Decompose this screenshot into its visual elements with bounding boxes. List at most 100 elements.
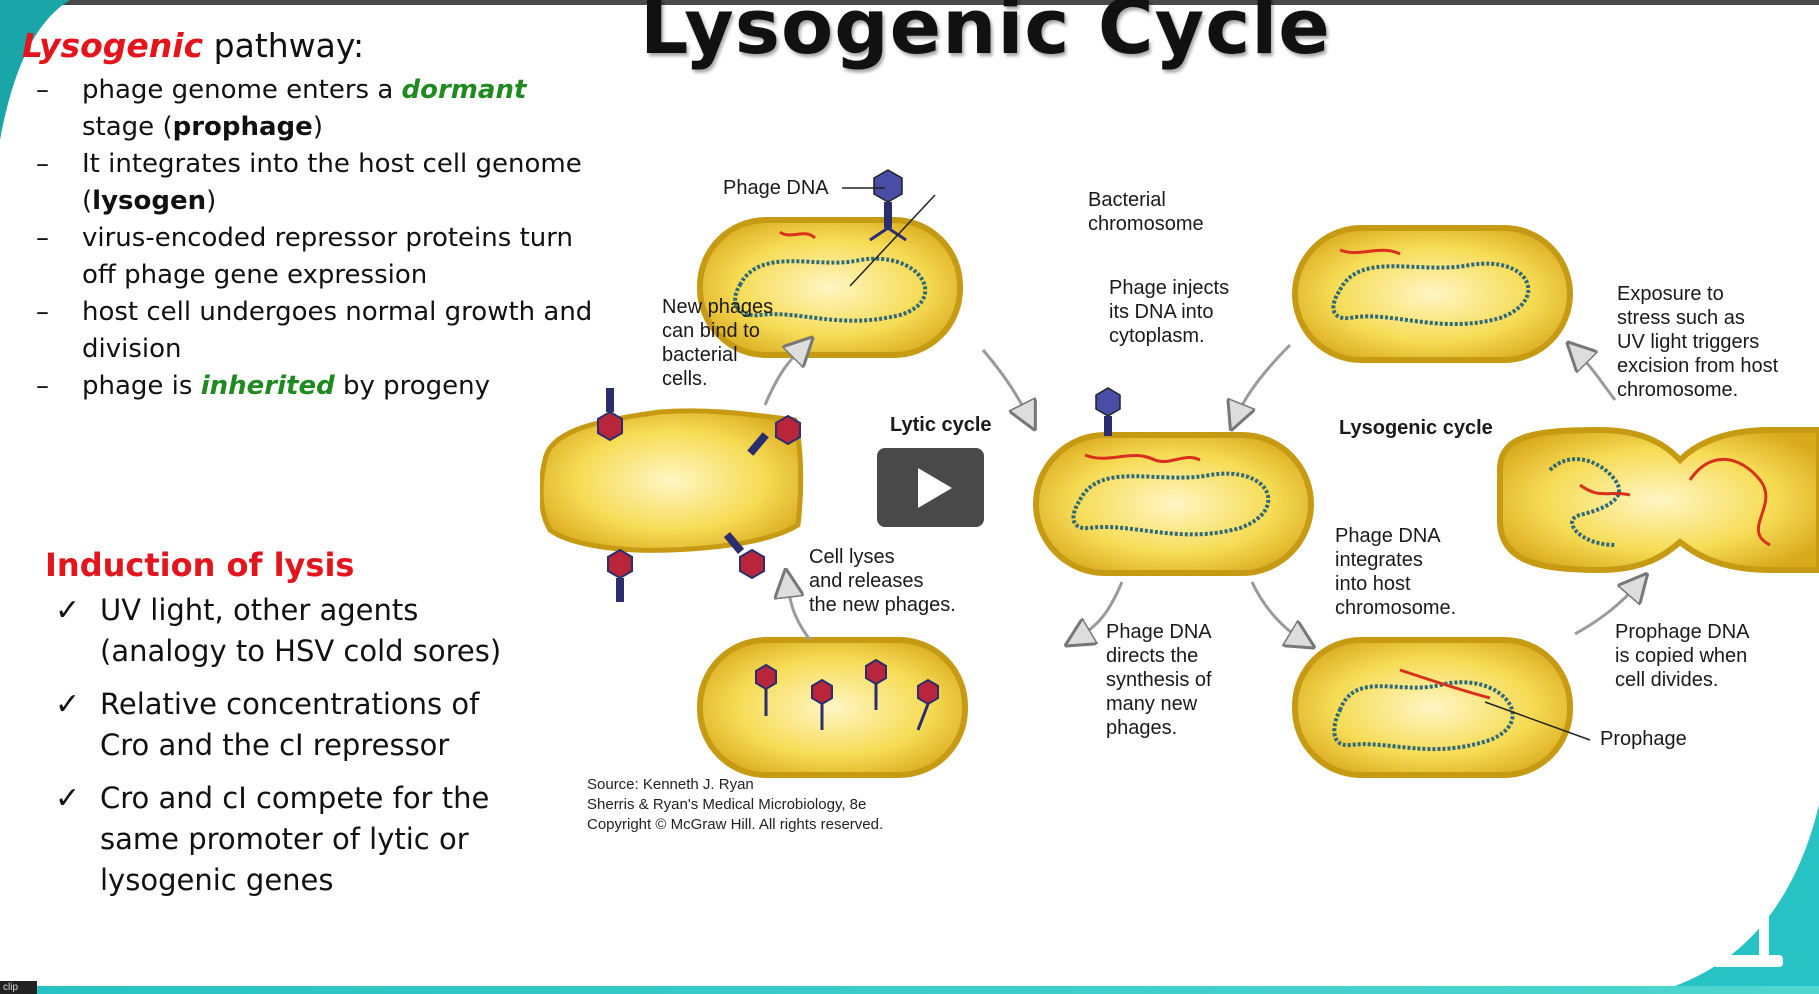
label-new-phages-3: bacterial (662, 344, 738, 366)
cell-injected (1033, 387, 1314, 576)
microscope-icon (1713, 844, 1783, 967)
lysogenic-diagram (540, 169, 1819, 778)
phage-attached-icon (869, 169, 907, 242)
label-integrates-1: Phage DNA (1335, 525, 1441, 547)
label-copied-2: is copied when (1615, 645, 1748, 667)
source-line-2: Sherris & Ryan's Medical Microbiology, 8… (587, 796, 867, 813)
induction-item: ✓ Cro and cI compete for the same promote… (55, 778, 525, 901)
induction-item-text: Cro and cI compete for the same promoter… (100, 781, 490, 897)
bullet-text-part: phage is (82, 371, 201, 401)
label-injects-3: cytoplasm. (1109, 325, 1205, 347)
pathway-bullet: – virus-encoded repressor proteins turn o… (36, 220, 596, 294)
label-exposure-5: chromosome. (1617, 379, 1739, 401)
pathway-bullet: – It integrates into the host cell genome… (36, 146, 596, 220)
induction-checklist: ✓ UV light, other agents (analogy to HSV… (55, 590, 525, 913)
bullet-dash: – (36, 371, 49, 401)
label-directs-5: phages. (1106, 717, 1178, 739)
label-bacterial-1: Bacterial (1088, 189, 1166, 211)
cell-new-phages (697, 637, 968, 778)
induction-title: Induction of lysis (45, 546, 355, 584)
label-exposure-1: Exposure to (1617, 283, 1724, 305)
phage-icon (747, 414, 801, 456)
label-new-phages-2: can bind to (662, 320, 760, 342)
bullet-dash: – (36, 75, 49, 105)
label-prophage: Prophage (1600, 728, 1687, 750)
label-integrates-4: chromosome. (1335, 597, 1457, 619)
heading-keyword: Lysogenic (22, 26, 204, 65)
bullet-dash: – (36, 297, 49, 327)
bullet-text-part: host cell undergoes normal growth and di… (82, 297, 593, 364)
bullet-text-part: virus-encoded repressor proteins turn of… (82, 223, 573, 290)
bullet-text: It integrates into the host cell genome … (82, 146, 596, 220)
bullet-text-part: dormant (401, 75, 527, 105)
phage-icon (597, 388, 623, 442)
cell-infected (697, 169, 963, 358)
label-directs-1: Phage DNA (1106, 621, 1212, 643)
corner-accent (0, 0, 70, 140)
pathway-bullet: – host cell undergoes normal growth and d… (36, 294, 596, 368)
label-lysogenic-cycle: Lysogenic cycle (1339, 417, 1493, 439)
label-exposure-2: stress such as (1617, 307, 1745, 329)
bullet-text-part: ) (206, 186, 217, 216)
pathway-bullets: – phage genome enters a dormant stage (pr… (36, 72, 596, 405)
bullet-dash: – (36, 149, 49, 179)
pathway-bullet: – phage is inherited by progeny (36, 368, 596, 405)
slide-title: Lysogenic Cycle (640, 0, 1331, 71)
label-exposure-3: UV light triggers (1617, 331, 1760, 353)
heading-rest: pathway: (203, 26, 365, 65)
corner-swoosh (1675, 805, 1819, 986)
checkmark-icon: ✓ (55, 781, 81, 816)
induction-item: ✓ UV light, other agents (analogy to HSV… (55, 590, 525, 672)
bullet-text: phage genome enters a dormant stage (pro… (82, 72, 596, 146)
label-phage-dna: Phage DNA (723, 177, 829, 199)
pathway-heading: Lysogenic pathway: (22, 26, 364, 65)
bullet-text: virus-encoded repressor proteins turn of… (82, 220, 596, 294)
bullet-text-part: inherited (200, 371, 335, 401)
label-lyses-1: Cell lyses (809, 546, 895, 568)
cell-lysing (540, 388, 804, 602)
label-injects-1: Phage injects (1109, 277, 1230, 299)
cell-lysogen-top (1292, 225, 1573, 363)
checkmark-icon: ✓ (55, 687, 81, 722)
bullet-dash: – (36, 223, 49, 253)
label-lytic-cycle: Lytic cycle (890, 414, 992, 436)
bullet-text-part: lysogen (92, 186, 207, 216)
play-icon (918, 468, 952, 508)
bottom-bar (0, 986, 1819, 994)
label-directs-3: synthesis of (1106, 669, 1212, 691)
phage-icon (723, 532, 765, 580)
label-lyses-3: the new phages. (809, 594, 956, 616)
label-directs-2: directs the (1106, 645, 1199, 667)
label-copied-3: cell divides. (1615, 669, 1719, 691)
label-integrates-2: integrates (1335, 549, 1423, 571)
bullet-text-part: It integrates into the host cell genome … (82, 149, 582, 216)
phage-icon (607, 548, 633, 602)
pathway-bullet: – phage genome enters a dormant stage (pr… (36, 72, 596, 146)
bullet-text-part: by progeny (334, 371, 491, 401)
checkmark-icon: ✓ (55, 593, 81, 628)
label-new-phages-4: cells. (662, 368, 708, 390)
bullet-text-part: ) (312, 112, 323, 142)
play-button[interactable] (877, 448, 984, 527)
cycle-arrows (763, 345, 1640, 642)
label-integrates-3: into host (1335, 573, 1411, 595)
bullet-text-part: stage ( (82, 112, 173, 142)
induction-item: ✓ Relative concentrations of Cro and the … (55, 684, 525, 766)
label-copied-1: Prophage DNA (1615, 621, 1750, 643)
bullet-text: phage is inherited by progeny (82, 368, 596, 405)
label-new-phages-1: New phages (662, 296, 774, 318)
top-bar (0, 0, 1819, 5)
source-line-3: Copyright © McGraw Hill. All rights rese… (587, 816, 884, 833)
clip-label: clip (0, 981, 37, 994)
phage-attached-icon (1095, 387, 1121, 436)
cell-dividing (1497, 426, 1819, 574)
bullet-text-part: prophage (172, 112, 313, 142)
source-citation: Source: Kenneth J. Ryan Sherris & Ryan's… (587, 775, 883, 835)
bullet-text: host cell undergoes normal growth and di… (82, 294, 596, 368)
bullet-text-part: phage genome enters a (82, 75, 402, 105)
label-bacterial-2: chromosome (1088, 213, 1204, 235)
label-injects-2: its DNA into (1109, 301, 1214, 323)
induction-item-text: UV light, other agents (analogy to HSV c… (100, 593, 502, 668)
label-lyses-2: and releases (809, 570, 924, 592)
induction-item-text: Relative concentrations of Cro and the c… (100, 687, 480, 762)
